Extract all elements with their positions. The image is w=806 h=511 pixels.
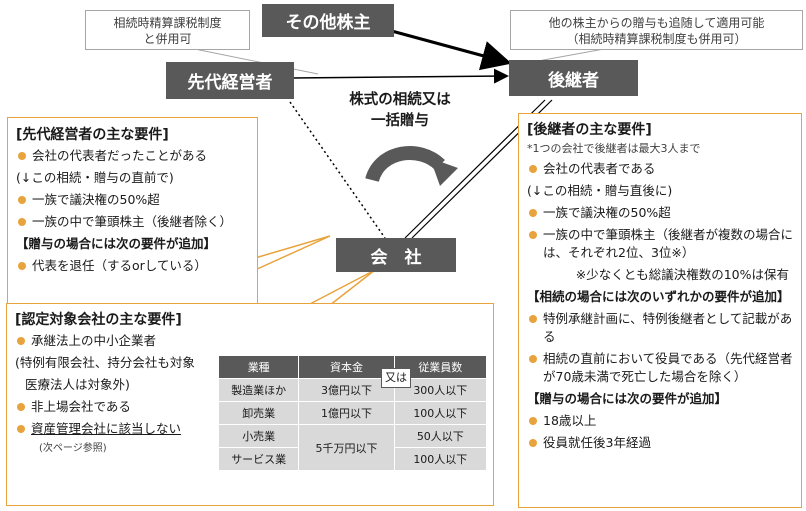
list-heading: 【贈与の場合には次の要件が追加】 xyxy=(16,236,217,251)
list-item: 非上場会社である xyxy=(15,396,485,418)
table-cell: 100人以下 xyxy=(393,447,486,471)
list-item: 役員就任後3年経過 xyxy=(527,432,793,454)
table-cell: 3億円以下 xyxy=(298,378,395,402)
left-callout-line1: 相続時精算課税制度 xyxy=(113,16,222,30)
right-callout: 他の株主からの贈与も追随して適用可能 （相続時精算課税制度も併用可） xyxy=(510,10,803,50)
list-item: 特例承継計画に、特例後継者として記載がある xyxy=(527,308,793,348)
list-item: 資産管理会社に該当しない xyxy=(15,418,485,440)
table-header-row: 業種 資本金 従業員数 xyxy=(219,356,486,379)
table-cell: 300人以下 xyxy=(393,378,486,402)
list-item: 一族で議決権の50%超 xyxy=(527,202,793,224)
table-header: 資本金 xyxy=(298,356,395,379)
table-cell: 1億円以下 xyxy=(298,401,395,425)
table-cell: 100人以下 xyxy=(393,401,486,425)
left-callout: 相続時精算課税制度 と併用可 xyxy=(85,10,250,50)
predecessor-panel-title: [先代経営者の主な要件] xyxy=(16,127,169,143)
right-callout-line1: 他の株主からの贈与も追随して適用可能 xyxy=(548,16,765,30)
table-cell: 小売業 xyxy=(219,424,299,448)
list-heading: 【贈与の場合には次の要件が追加】 xyxy=(527,391,728,406)
curved-arrow-head xyxy=(430,158,458,186)
list-item: (↓この相続・贈与の直前で) xyxy=(16,170,174,185)
successor-node: 後継者 xyxy=(509,60,638,96)
center-label: 株式の相続又は 一括贈与 xyxy=(320,90,480,132)
center-label-line2: 一括贈与 xyxy=(371,113,429,129)
list-item: 承継法上の中小企業者 xyxy=(15,330,485,352)
table-cell: 卸売業 xyxy=(219,401,299,425)
other-shareholders-node: その他株主 xyxy=(262,4,394,37)
list-item: 相続の直前において役員である（先代経営者が70歳未満で死亡した場合を除く） xyxy=(527,348,793,388)
table-header: 従業員数 xyxy=(393,356,486,379)
sme-criteria-table: 業種 資本金 従業員数 製造業ほか 3億円以下 300人以下 卸売業 1億円以下… xyxy=(219,356,486,471)
list-item: 一族の中で筆頭株主（後継者除く） xyxy=(16,211,249,233)
list-item: (特例有限会社、持分会社も対象 xyxy=(15,355,195,370)
right-callout-line2: （相続時精算課税制度も併用可） xyxy=(566,32,747,46)
list-item: 医療法人は対象外) xyxy=(25,377,130,392)
table-cell: 製造業ほか xyxy=(219,378,299,402)
other-to-successor-arrow xyxy=(387,28,512,71)
list-item: 会社の代表者である xyxy=(527,158,793,180)
predecessor-requirements-panel: [先代経営者の主な要件] 会社の代表者だったことがある (↓この相続・贈与の直前… xyxy=(7,117,258,306)
table-cell: サービス業 xyxy=(219,447,299,471)
table-header: 業種 xyxy=(219,356,299,379)
company-panel-pointer xyxy=(307,269,376,306)
predecessor-node: 先代経営者 xyxy=(166,62,294,99)
list-item: ※少なくとも総議決権数の10%は保有 xyxy=(575,267,789,282)
table-row: サービス業 100人以下 xyxy=(219,447,486,471)
see-next-page-note: (次ページ参照) xyxy=(39,443,107,454)
left-callout-line2: と併用可 xyxy=(143,32,192,46)
list-item: 会社の代表者だったことがある xyxy=(16,145,249,167)
table-cell: 5千万円以下 xyxy=(298,424,395,471)
or-badge: 又は xyxy=(381,368,411,388)
company-requirements-panel: [認定対象会社の主な要件] 承継法上の中小企業者 (特例有限会社、持分会社も対象… xyxy=(6,303,494,506)
curved-arrow-body xyxy=(365,146,445,183)
successor-requirements-panel: [後継者の主な要件] *1つの会社で後継者は最大3人まで 会社の代表者である (… xyxy=(518,113,802,508)
successor-panel-title: [後継者の主な要件] xyxy=(527,122,652,138)
table-row: 小売業 5千万円以下 50人以下 xyxy=(219,424,486,471)
successor-panel-note: *1つの会社で後継者は最大3人まで xyxy=(527,142,701,155)
list-item: 一族で議決権の50%超 xyxy=(16,189,249,211)
list-item: 18歳以上 xyxy=(527,410,793,432)
company-panel-title: [認定対象会社の主な要件] xyxy=(15,312,182,328)
company-node: 会 社 xyxy=(336,238,456,272)
predecessor-to-successor-arrow xyxy=(291,68,509,84)
table-cell: 50人以下 xyxy=(393,424,486,448)
list-item: (↓この相続・贈与直後に) xyxy=(527,183,673,198)
list-item: 代表を退任（するorしている） xyxy=(16,255,249,277)
table-row: 製造業ほか 3億円以下 300人以下 xyxy=(219,378,486,402)
center-label-line1: 株式の相続又は xyxy=(349,92,451,108)
table-row: 卸売業 1億円以下 100人以下 xyxy=(219,401,486,425)
list-heading: 【相続の場合には次のいずれかの要件が追加】 xyxy=(527,289,790,304)
predecessor-panel-pointer xyxy=(254,235,331,271)
list-item: 一族の中で筆頭株主（後継者が複数の場合には、それぞれ2位、3位※） xyxy=(527,224,793,264)
